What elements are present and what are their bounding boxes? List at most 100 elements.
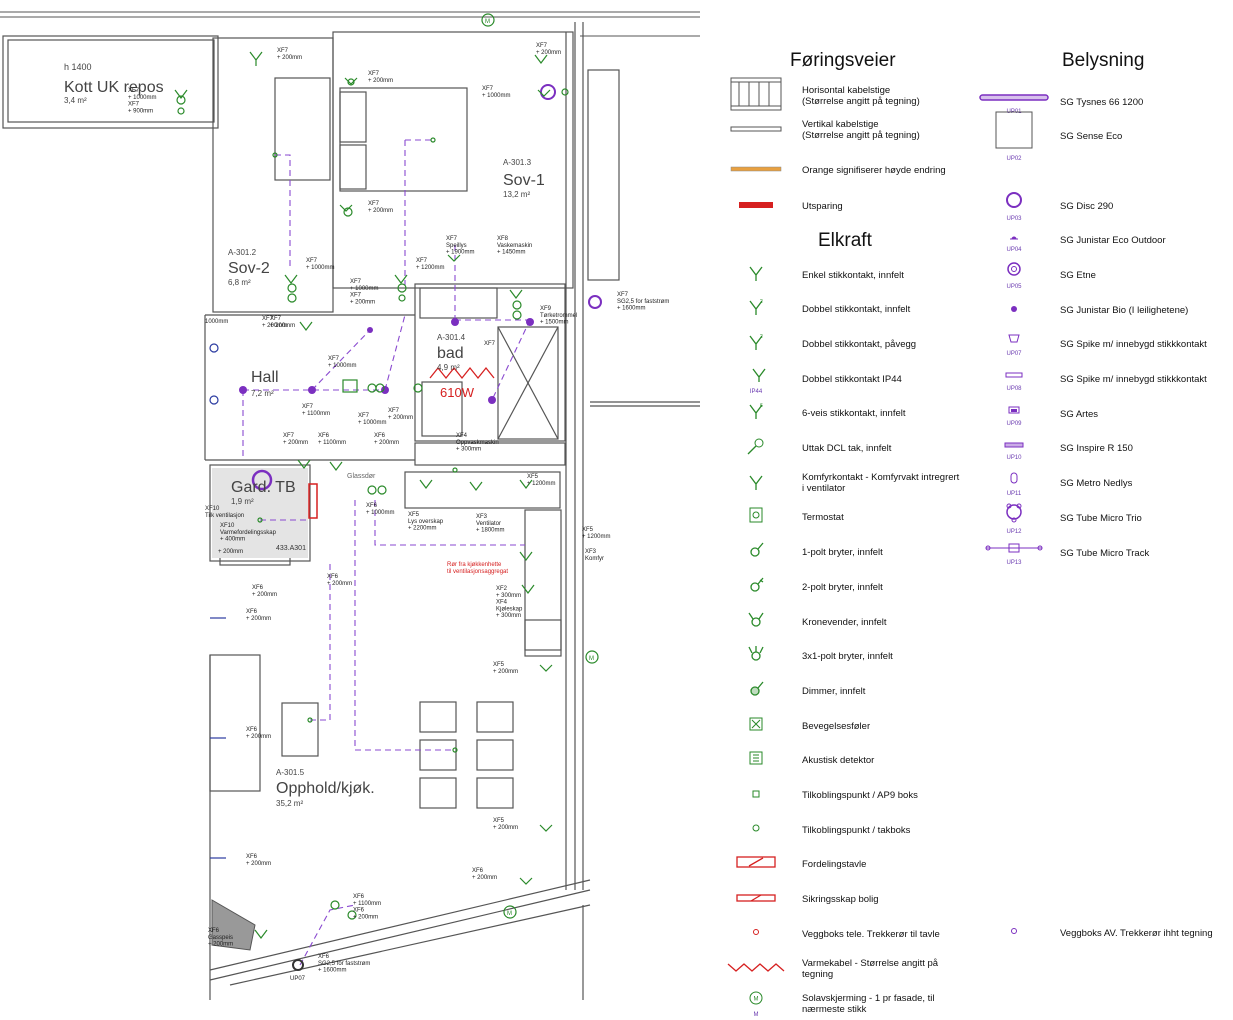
artes-light-icon: UP09 (978, 398, 1050, 430)
legend-row: Varmekabel - Størrelse angitt på tegning (720, 953, 982, 985)
switch-1pole-icon (720, 537, 792, 569)
ladder-vertical-icon (720, 114, 792, 146)
plan-walls (0, 11, 700, 1000)
svg-text:M: M (485, 19, 490, 25)
switch-3x1-icon (720, 641, 792, 673)
annotation-label: XF7+ 200mm (368, 71, 393, 84)
legend-label: Dobbel stikkontakt, innfelt (802, 304, 911, 316)
legend-code: IP44 (749, 389, 763, 396)
legend-row: 1-polt bryter, innfelt (720, 537, 982, 569)
legend-label: Utsparing (802, 200, 843, 212)
annotation-label: XF5+ 1200mm (582, 527, 611, 540)
legend-label: Bevegelsesføler (802, 720, 871, 732)
svg-text:2: 2 (760, 299, 763, 305)
motion-sensor-icon (720, 710, 792, 742)
ring-light-icon: UP05 (978, 259, 1050, 291)
gasspeis-hatch (211, 899, 256, 951)
annotation-label: XF7+ 1000mm (358, 413, 387, 426)
inspire-light-icon: UP10 (978, 433, 1050, 465)
annotation-label: XF7+ 200mm (277, 48, 302, 61)
bad-area: 4,9 m² (437, 363, 460, 372)
legend-label: Tilkoblingspunkt / AP9 boks (802, 790, 918, 801)
legend-code: UP02 (1006, 156, 1022, 162)
legend-label: SG Tube Micro Trio (1060, 512, 1142, 524)
annotation-label: XF7+ 200mm (270, 316, 295, 329)
bad-code: A-301.4 (437, 333, 466, 342)
annotation-label: XF5+ 200mm (493, 662, 518, 675)
legend-row: Fordelingstavle (720, 849, 982, 881)
legend-label: SG Spike m/ innebygd stikkkontakt (1060, 374, 1207, 385)
kott-area: 3,4 m² (64, 96, 87, 105)
socket-ip44-icon: IP44 (720, 363, 792, 395)
lighting-circuits (242, 139, 531, 966)
heating-cable-bad (429, 366, 495, 380)
annotation-label: XF7+ 1000mm (328, 356, 357, 369)
fuse-box-icon (720, 884, 792, 916)
legend-row: Tilkoblingspunkt / AP9 boks (720, 780, 982, 812)
annotation-label: + 200mm (218, 549, 243, 555)
legend-label: Horisontal kabelstige (Størrelse angitt … (802, 85, 920, 107)
legend-row: UP10 SG Inspire R 150 (978, 433, 1233, 465)
legend-code: UP07 (1006, 351, 1022, 358)
outdoor-light-icon: UP04 (978, 225, 1050, 257)
legend-label: SG Metro Nedlys (1060, 478, 1133, 490)
opphold-area: 35,2 m² (276, 799, 303, 808)
legend-label: Akustisk detektor (802, 755, 875, 767)
socket-6way-icon: 6 (720, 398, 792, 430)
legend-row: Termostat (720, 502, 982, 534)
annotation-label: XF6+ 200mm (246, 727, 271, 740)
legend-label: 2-polt bryter, innfelt (802, 581, 883, 593)
switch-2pole-icon (720, 571, 792, 603)
annotation-label: XF7+ 1000mm (482, 86, 511, 99)
legend-row: Enkel stikkontakt, innfelt (720, 259, 982, 291)
legend-label: SG Inspire R 150 (1060, 443, 1133, 455)
legend-label: 1-polt bryter, innfelt (802, 547, 883, 559)
socket-single-icon (720, 259, 792, 291)
legend-label: Termostat (802, 512, 844, 524)
tube-trio-light-icon: UP12 (978, 502, 1050, 536)
orange-line-icon (720, 154, 792, 186)
legend-title-elkraft: Elkraft (818, 230, 872, 251)
annotation-label: XF6+ 200mm (246, 854, 271, 867)
distribution-board-icon (720, 849, 792, 881)
annotation-label: XF7+ 200mm (283, 433, 308, 446)
garderobe-hatch (212, 468, 308, 558)
gard-name: Gard. TB (231, 479, 296, 496)
legend-label: Vertikal kabelstige (Størrelse angitt på… (802, 119, 920, 141)
legend-code: UP03 (1006, 216, 1022, 222)
legend-row: Sikringsskap bolig (720, 884, 982, 916)
connection-circle-icon (720, 814, 792, 846)
legend-code: UP04 (1006, 247, 1022, 254)
legend-row: 6 6-veis stikkontakt, innfelt (720, 398, 982, 430)
svg-text:2: 2 (760, 334, 763, 340)
legend-label: Solavskjerming - 1 pr fasade, til nærmes… (802, 992, 935, 1015)
legend-row: Tilkoblingspunkt / takboks (720, 814, 982, 846)
legend-row: Komfyrkontakt - Komfyrvakt intregrert i … (720, 467, 982, 499)
legend-label: Tilkoblingspunkt / takboks (802, 824, 911, 836)
legend-label: SG Tube Micro Track (1060, 547, 1150, 559)
square-panel-icon: UP02 (978, 111, 1050, 162)
legend-code: M (753, 1011, 759, 1018)
annotation-label: XF6+ 1100mm (318, 433, 346, 446)
opphold-code: A-301.5 (276, 768, 305, 777)
dimmer-icon (720, 675, 792, 707)
legend-label: 6-veis stikkontakt, innfelt (802, 408, 906, 420)
distribution-board (308, 483, 318, 519)
socket-double-icon: 2 (720, 294, 792, 326)
legend-code: UP12 (1006, 529, 1022, 536)
